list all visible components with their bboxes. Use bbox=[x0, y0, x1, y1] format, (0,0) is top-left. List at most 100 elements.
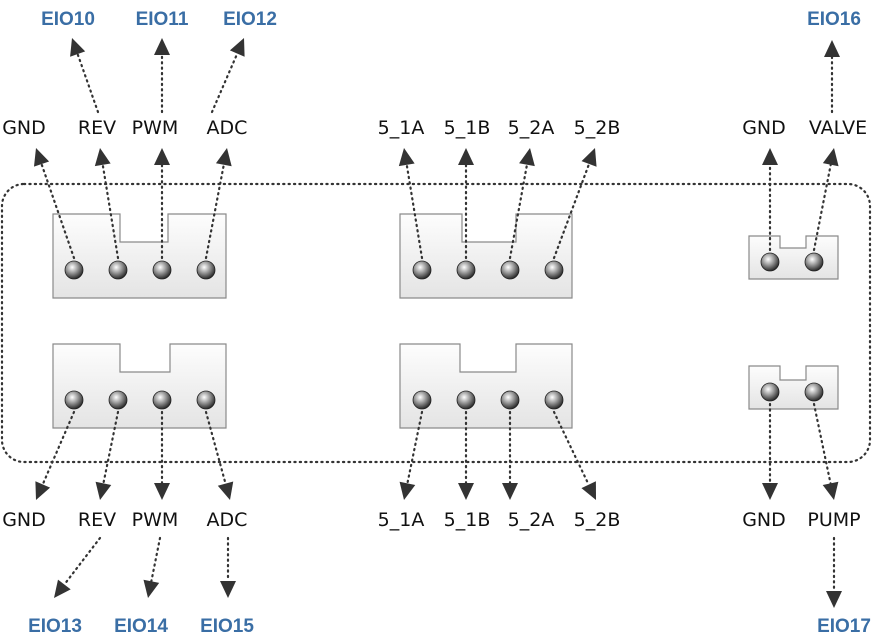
pin bbox=[196, 390, 216, 410]
arrowhead-icon bbox=[399, 481, 416, 500]
pin bbox=[412, 260, 432, 280]
pin bbox=[64, 260, 84, 280]
eio-label-eio17: EIO17 bbox=[817, 616, 871, 637]
pin-label-5-1a: 5_1A bbox=[378, 117, 425, 139]
pin-label-pwm: PWM bbox=[132, 509, 179, 531]
leader-line bbox=[102, 410, 120, 485]
pin bbox=[500, 390, 520, 410]
arrowhead-icon bbox=[824, 40, 840, 57]
arrowhead-icon bbox=[143, 579, 160, 598]
pin bbox=[108, 390, 128, 410]
pin bbox=[544, 390, 564, 410]
valve-pins bbox=[760, 252, 824, 272]
pin-label-pump: PUMP bbox=[807, 509, 860, 531]
pin-label-5-2b: 5_2B bbox=[574, 117, 621, 139]
pin-label-rev: REV bbox=[78, 509, 116, 531]
motor-bottom-connector bbox=[52, 343, 227, 429]
leader-line bbox=[405, 163, 424, 260]
arrowhead-icon bbox=[398, 148, 415, 167]
pin-label-5-1b: 5_1B bbox=[444, 509, 491, 531]
stepper-top-pins bbox=[412, 260, 564, 280]
leader-line bbox=[210, 52, 239, 114]
eio-label-eio11: EIO11 bbox=[136, 9, 189, 30]
pin-label-5-1a: 5_1A bbox=[378, 509, 425, 531]
pump-labels: GND PUMP bbox=[742, 509, 860, 531]
arrowhead-icon bbox=[154, 148, 170, 165]
eio-label-eio12: EIO12 bbox=[223, 9, 277, 30]
arrowhead-icon bbox=[220, 581, 236, 598]
pin-label-pwm: PWM bbox=[132, 117, 179, 139]
pin-label-gnd: GND bbox=[742, 509, 786, 531]
arrowhead-icon bbox=[33, 148, 50, 167]
arrowhead-icon bbox=[519, 148, 535, 167]
pin-label-adc: ADC bbox=[207, 509, 248, 531]
arrowhead-icon bbox=[822, 481, 839, 500]
pin bbox=[64, 390, 84, 410]
pin-label-gnd: GND bbox=[2, 117, 46, 139]
leader-line bbox=[552, 162, 591, 260]
leader-line bbox=[204, 410, 227, 485]
motor-top-labels: GND REV PWM ADC bbox=[2, 117, 247, 139]
eio-label-eio10: EIO10 bbox=[41, 9, 95, 30]
arrowhead-icon bbox=[458, 483, 474, 500]
pin-label-5-1b: 5_1B bbox=[444, 117, 491, 139]
arrowhead-icon bbox=[229, 38, 245, 57]
pin bbox=[804, 252, 824, 272]
pin bbox=[412, 390, 432, 410]
eio-label-eio13: EIO13 bbox=[28, 616, 82, 637]
pin bbox=[196, 260, 216, 280]
pin bbox=[152, 260, 172, 280]
pin bbox=[456, 390, 476, 410]
motor-bottom-labels: GND REV PWM ADC bbox=[2, 509, 247, 531]
eio-label-eio16: EIO16 bbox=[807, 9, 861, 30]
pin-label-5-2a: 5_2A bbox=[508, 117, 555, 139]
motor-top-connector bbox=[52, 213, 227, 299]
board-outline bbox=[0, 182, 872, 464]
arrowhead-icon bbox=[154, 38, 170, 55]
leader-arrows bbox=[33, 38, 842, 608]
pin-label-gnd: GND bbox=[2, 509, 46, 531]
pin bbox=[456, 260, 476, 280]
motor-bottom-pins bbox=[64, 390, 216, 410]
eio-top-labels: EIO10 EIO11 EIO12 EIO16 bbox=[41, 9, 861, 30]
arrowhead-icon bbox=[217, 481, 234, 500]
leader-line bbox=[40, 162, 76, 260]
stepper-top-connector bbox=[399, 213, 573, 299]
motor-top-pins bbox=[64, 260, 216, 280]
stepper-bottom-pins bbox=[412, 390, 564, 410]
eio-bottom-labels: EIO13 EIO14 EIO15 EIO17 bbox=[28, 616, 871, 637]
pin bbox=[760, 382, 780, 402]
pin bbox=[108, 260, 128, 280]
leader-line bbox=[101, 163, 120, 260]
pin-label-5-2a: 5_2A bbox=[508, 509, 555, 531]
arrowhead-icon bbox=[54, 579, 71, 598]
arrowhead-icon bbox=[502, 483, 518, 500]
leader-line bbox=[150, 536, 162, 583]
pin bbox=[760, 252, 780, 272]
stepper-top-labels: 5_1A 5_1B 5_2A 5_2B bbox=[378, 117, 621, 139]
pin-label-valve: VALVE bbox=[809, 117, 867, 139]
valve-labels: GND VALVE bbox=[742, 117, 867, 139]
pin-label-gnd: GND bbox=[742, 117, 786, 139]
arrowhead-icon bbox=[35, 481, 51, 500]
pin bbox=[152, 390, 172, 410]
leader-line bbox=[204, 163, 225, 260]
leader-line bbox=[552, 410, 590, 486]
pin-label-5-2b: 5_2B bbox=[574, 509, 621, 531]
pump-pins bbox=[760, 382, 824, 402]
arrowhead-icon bbox=[154, 483, 170, 500]
arrowhead-icon bbox=[762, 148, 778, 165]
arrowhead-icon bbox=[94, 148, 111, 167]
eio-label-eio14: EIO14 bbox=[114, 616, 168, 637]
leader-line bbox=[812, 402, 832, 485]
pin bbox=[544, 260, 564, 280]
leader-line bbox=[508, 163, 529, 260]
pin-label-rev: REV bbox=[78, 117, 116, 139]
arrowhead-icon bbox=[826, 591, 842, 608]
stepper-bottom-connector bbox=[399, 343, 573, 429]
leader-line bbox=[406, 410, 424, 485]
leader-line bbox=[76, 52, 100, 114]
arrowhead-icon bbox=[215, 148, 232, 167]
arrowhead-icon bbox=[762, 483, 778, 500]
